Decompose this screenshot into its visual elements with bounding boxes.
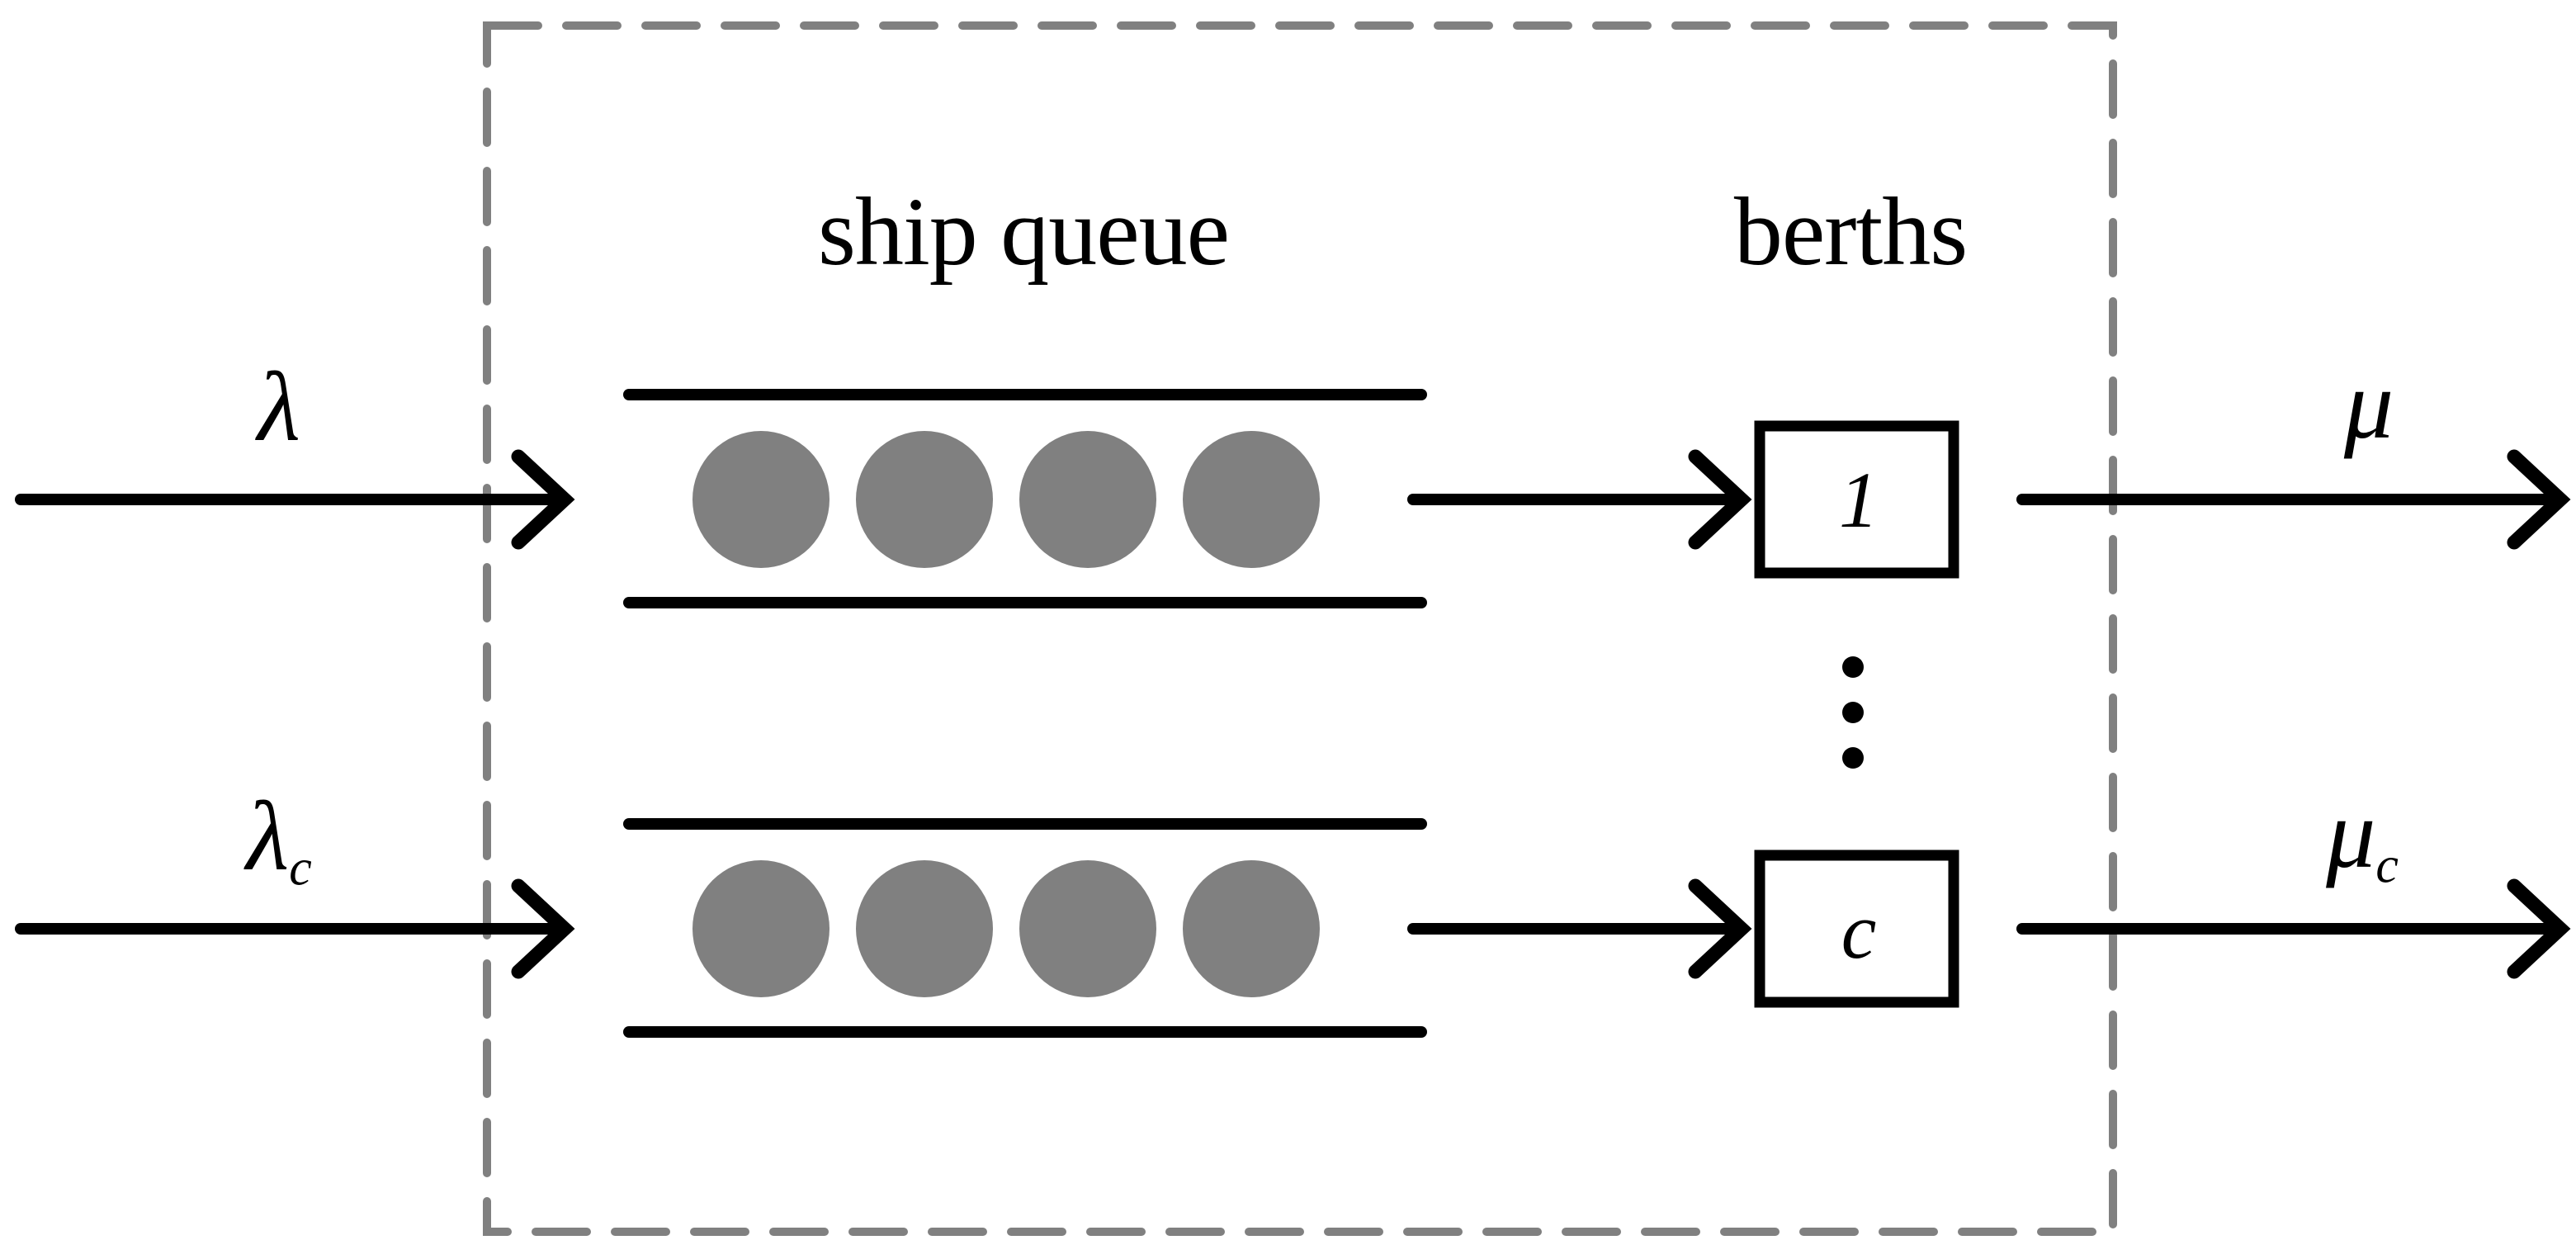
ship-circle (1183, 860, 1320, 997)
service-rate-label-bottom: μc (2326, 784, 2399, 892)
ship-circle (692, 860, 830, 997)
ship-circle (1019, 860, 1156, 997)
ship-queue-label: ship queue (818, 177, 1230, 286)
arrival-rate-label-bottom: λc (246, 787, 312, 894)
system-boundary-dashed-box (483, 21, 2117, 1236)
transfer-arrow-top (1407, 449, 1752, 550)
berth-box-1 (1754, 420, 1959, 579)
arrival-rate-label-top: λ (258, 357, 300, 457)
service-rate-label-top: μ (2344, 355, 2394, 454)
ship-circle (1019, 431, 1156, 568)
outflow-arrow-top (2016, 449, 2571, 550)
berths-label: berths (1733, 177, 1968, 286)
mu-symbol: μ (2326, 779, 2376, 888)
row-bottom (15, 818, 2571, 1038)
ship-circles-bottom (692, 860, 1320, 997)
berth-box-1-label: 1 (1839, 456, 1879, 544)
mu-symbol: μ (2343, 349, 2394, 459)
lambda-symbol: λ (258, 352, 300, 461)
ship-circle (1183, 431, 1320, 568)
ship-circle (856, 431, 993, 568)
inflow-arrow-bottom (15, 878, 575, 979)
lambda-subscript: c (289, 840, 312, 897)
ship-circle (856, 860, 993, 997)
row-top (15, 389, 2571, 608)
inflow-arrow-top (15, 449, 575, 550)
ship-circles-top (692, 431, 1320, 568)
transfer-arrow-bottom (1407, 878, 1752, 979)
mu-subscript: c (2375, 837, 2399, 894)
outflow-arrow-bottom (2016, 878, 2571, 979)
berth-box-c-label: c (1841, 887, 1877, 975)
berth-box-c (1754, 850, 1959, 1008)
ship-circle (692, 431, 830, 568)
vertical-ellipsis-icon (1842, 656, 1864, 769)
lambda-symbol: λ (246, 781, 290, 891)
